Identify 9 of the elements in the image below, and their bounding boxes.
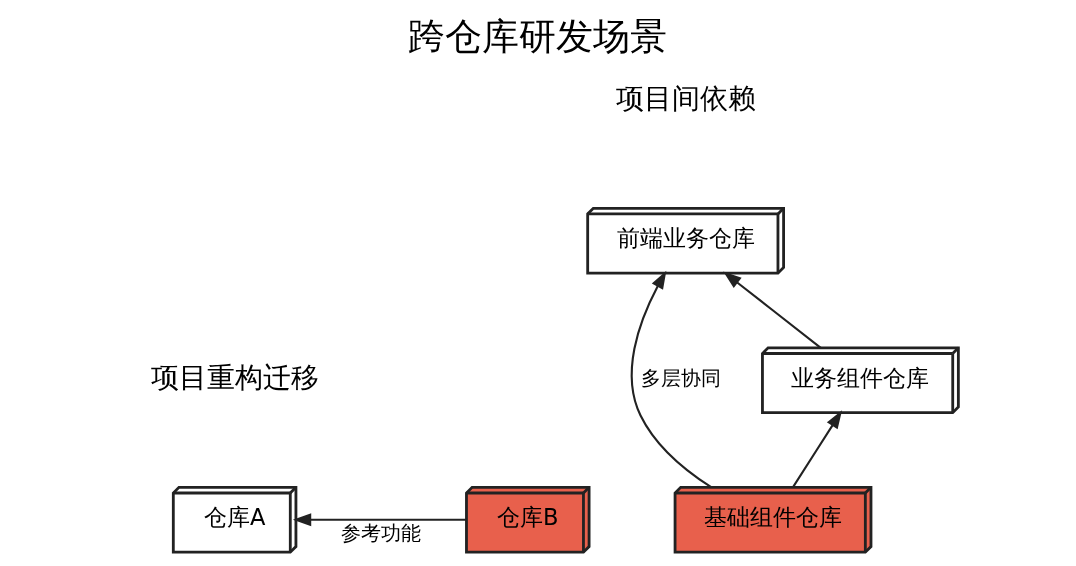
label: 项目间依赖: [615, 82, 756, 116]
edge-label: 多层协同: [641, 367, 722, 391]
arrow: [630, 270, 712, 488]
edge-label: 参考功能: [341, 521, 422, 545]
label: 项目重构迁移: [150, 361, 319, 395]
arrow: [292, 513, 467, 527]
diagram-title: 跨仓库研发场景: [408, 14, 668, 58]
arrow: [723, 271, 822, 349]
arrow: [791, 410, 843, 488]
